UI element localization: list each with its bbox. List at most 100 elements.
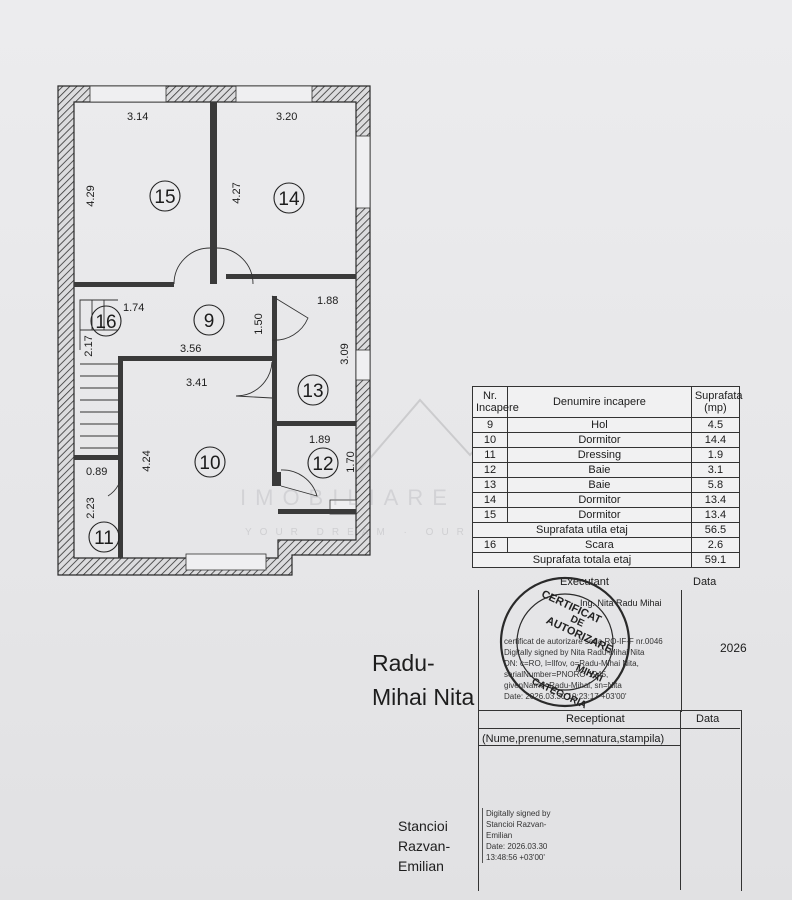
- room-number-10: 10: [199, 453, 220, 474]
- signer-name-line: Radu-: [372, 650, 435, 676]
- cell-area: 5.8: [690, 477, 741, 493]
- cell-area: 14.4: [690, 432, 741, 448]
- watermark-slogan: YOUR DREAM · OUR: [245, 527, 472, 538]
- room-11-width: 0.89: [86, 466, 107, 478]
- stamp-text-4: MIHAI: [574, 663, 605, 685]
- usable-area-label: Suprafata utila etaj: [472, 522, 692, 538]
- signature-line: Emilian: [486, 831, 513, 840]
- engineer-name: Ing. Nita Radu Mihai: [580, 598, 662, 608]
- room-15-width: 3.14: [127, 111, 148, 123]
- room-9-length: 1.50: [253, 313, 265, 334]
- cell-name: Hol: [507, 417, 692, 433]
- digital-signature-receptionat: Digitally signed by Stancioi Razvan- Emi…: [482, 808, 606, 863]
- signature-line: certificat de autorizare seria RO-IF-F n…: [504, 637, 663, 646]
- interior-walls: [74, 102, 356, 558]
- room-16-length: 2.17: [83, 335, 95, 356]
- signer-name-line: Razvan-: [398, 838, 451, 854]
- cell-name: Baie: [507, 477, 692, 493]
- cell-name: Dormitor: [507, 492, 692, 508]
- receptionat-signer-name: Stancioi Razvan- Emilian: [398, 816, 450, 876]
- receptionat-divider: [680, 710, 681, 890]
- table-header-row: Nr. Incapere Denumire incapere Suprafata…: [471, 386, 743, 418]
- signature-line: Digitally signed by Nita Radu-Mihai Nita: [504, 648, 645, 657]
- watermark-brand: IMOBILIARE: [240, 485, 456, 510]
- signer-name-line: Stancioi: [398, 818, 448, 834]
- room-number-16: 16: [95, 312, 116, 333]
- cell-nr: 16: [471, 537, 509, 553]
- executant-signer-name: Radu- Mihai Nita: [372, 646, 474, 714]
- room-numbers: [88, 180, 339, 553]
- room-11-length: 2.23: [85, 497, 97, 518]
- cell-area: 3.1: [690, 462, 741, 478]
- signer-name-line: Emilian: [398, 858, 444, 874]
- cell-nr: 13: [471, 477, 509, 493]
- digital-signature-executant: certificat de autorizare seria RO-IF-F n…: [504, 636, 672, 702]
- receptionat-rule: [478, 728, 740, 729]
- room-12-length: 1.70: [345, 451, 357, 472]
- room-number-12: 12: [312, 454, 333, 475]
- executant-year: 2026: [720, 641, 747, 655]
- header-area: Suprafata (mp): [690, 386, 743, 418]
- room-14-width: 3.20: [276, 111, 297, 123]
- room-number-13: 13: [302, 381, 323, 402]
- room-10-length: 4.24: [141, 450, 153, 471]
- room-15-length: 4.29: [85, 185, 97, 206]
- signer-name-line: Mihai Nita: [372, 684, 475, 710]
- executant-date-label: Data: [693, 576, 717, 588]
- staircase: [79, 299, 118, 449]
- header-room-number: Nr. Incapere: [471, 386, 519, 418]
- signature-line: Stancioi Razvan-: [486, 820, 547, 829]
- cell-area: 2.6: [690, 537, 741, 553]
- total-area-label: Suprafata totala etaj: [472, 552, 692, 568]
- cell-nr: 14: [471, 492, 509, 508]
- cell-area: 13.4: [690, 507, 741, 523]
- room-10-width: 3.41: [186, 377, 207, 389]
- room-number-9: 9: [204, 311, 215, 332]
- signature-line: givenName=Radu-Mihai, sn=Nita: [504, 681, 622, 690]
- cell-name: Dormitor: [507, 507, 692, 523]
- dimension-labels: 3.14 4.29 3.20 4.27 3.56 1.50 1.74 2.17 …: [83, 111, 357, 519]
- cell-name: Dormitor: [507, 432, 692, 448]
- receptionat-label: Receptionat: [566, 713, 625, 725]
- cell-name: Scara: [507, 537, 692, 553]
- room-12-width: 1.89: [309, 434, 330, 446]
- cell-area: 4.5: [690, 417, 741, 433]
- room-13-width: 1.88: [317, 295, 338, 307]
- signature-line: Date: 2026.03.30: [486, 842, 548, 851]
- receptionat-box: [478, 710, 742, 891]
- header-room-name: Denumire incapere: [507, 386, 692, 418]
- room-16-width: 1.74: [123, 302, 144, 314]
- cell-area: 13.4: [690, 492, 741, 508]
- room-9-width: 3.56: [180, 343, 201, 355]
- stamp-text-2: DE: [568, 614, 586, 630]
- cell-nr: 15: [471, 507, 509, 523]
- signature-line: Digitally signed by: [486, 809, 551, 818]
- cell-nr: 11: [471, 447, 509, 463]
- cell-name: Dressing: [507, 447, 692, 463]
- cell-nr: 12: [471, 462, 509, 478]
- signature-line: DN: c=RO, l=Ilfov, o=Radu-Mihai Nita,: [504, 659, 639, 668]
- usable-area-value: 56.5: [690, 522, 741, 538]
- cell-nr: 10: [471, 432, 509, 448]
- room-14-length: 4.27: [231, 182, 243, 203]
- door-swings: [107, 247, 318, 497]
- executant-box: [478, 590, 682, 712]
- signature-line: Date: 2026.03.30 10:23:17 +03'00': [504, 692, 627, 701]
- room-13-length: 3.09: [339, 343, 351, 364]
- cell-nr: 9: [471, 417, 509, 433]
- authorization-stamp: CERTIFICAT DE AUTORIZARE MIHAI CATEGORIA: [499, 576, 631, 711]
- cell-name: Baie: [507, 462, 692, 478]
- cell-area: 1.9: [690, 447, 741, 463]
